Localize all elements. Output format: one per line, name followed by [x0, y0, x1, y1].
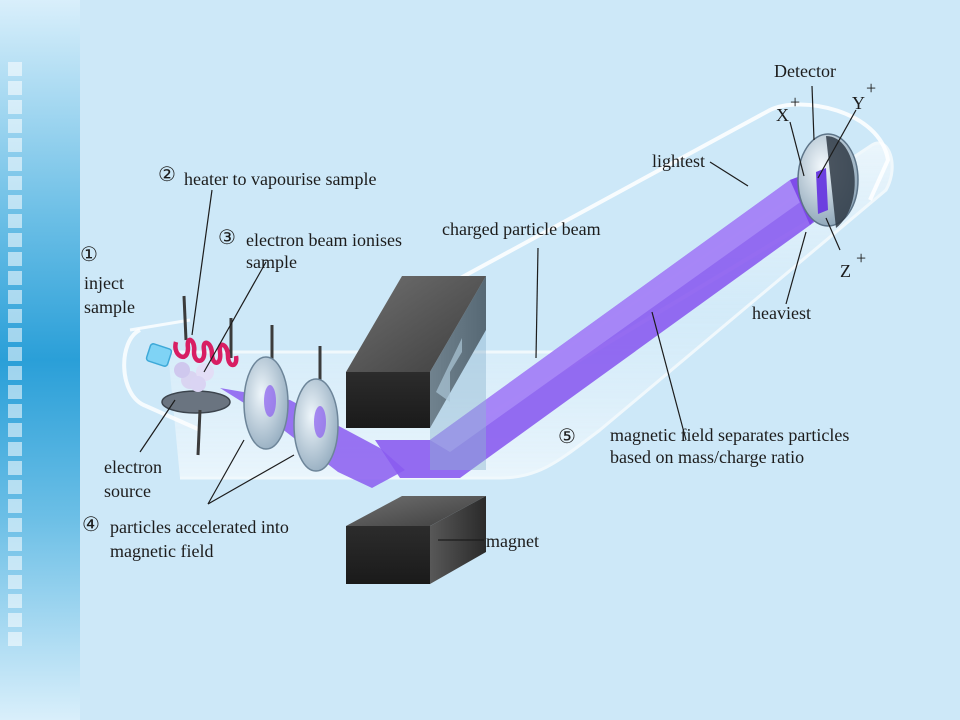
lightest-label: lightest [652, 151, 705, 171]
step1-number: ① [80, 244, 98, 266]
particles-accelerated-label-line1: particles accelerated into [110, 517, 289, 537]
z-ion-label: Z [840, 261, 851, 281]
decorative-left-band [0, 0, 80, 720]
accelerating-plates [243, 325, 339, 472]
inject-sample-label-line1: inject [84, 273, 124, 293]
y-ion-label: Y [852, 93, 865, 113]
magnetic-field-label-line1: magnetic field separates particles [610, 425, 850, 445]
x-ion-label: X [776, 105, 789, 125]
z-ion-charge: + [856, 248, 867, 268]
heater-label: heater to vapourise sample [184, 169, 377, 189]
detector [797, 133, 859, 228]
electron-source [161, 362, 231, 456]
magnet-label: magnet [486, 531, 539, 551]
sample-injector [145, 343, 173, 367]
electron-source-label-line2: source [104, 481, 151, 501]
detector-label: Detector [774, 61, 836, 81]
magnetic-field-label-line2: based on mass/charge ratio [610, 447, 805, 467]
step4-number: ④ [82, 514, 100, 536]
inject-sample-label-line2: sample [84, 297, 135, 317]
step5-number: ⑤ [558, 426, 576, 448]
electron-beam-label-line1: electron beam ionises [246, 230, 402, 250]
electron-beam-label-line2: sample [246, 252, 297, 272]
y-ion-charge: + [866, 78, 877, 98]
charged-particle-beam-label: charged particle beam [442, 219, 601, 239]
step3-number: ③ [218, 227, 236, 249]
step2-number: ② [158, 164, 176, 186]
particles-accelerated-label-line2: magnetic field [110, 541, 214, 561]
heaviest-label: heaviest [752, 303, 811, 323]
leader-lines [139, 85, 857, 541]
electron-source-label-line1: electron [104, 457, 162, 477]
decorative-squares [8, 62, 24, 651]
magnet [346, 276, 486, 584]
x-ion-charge: + [790, 92, 801, 112]
